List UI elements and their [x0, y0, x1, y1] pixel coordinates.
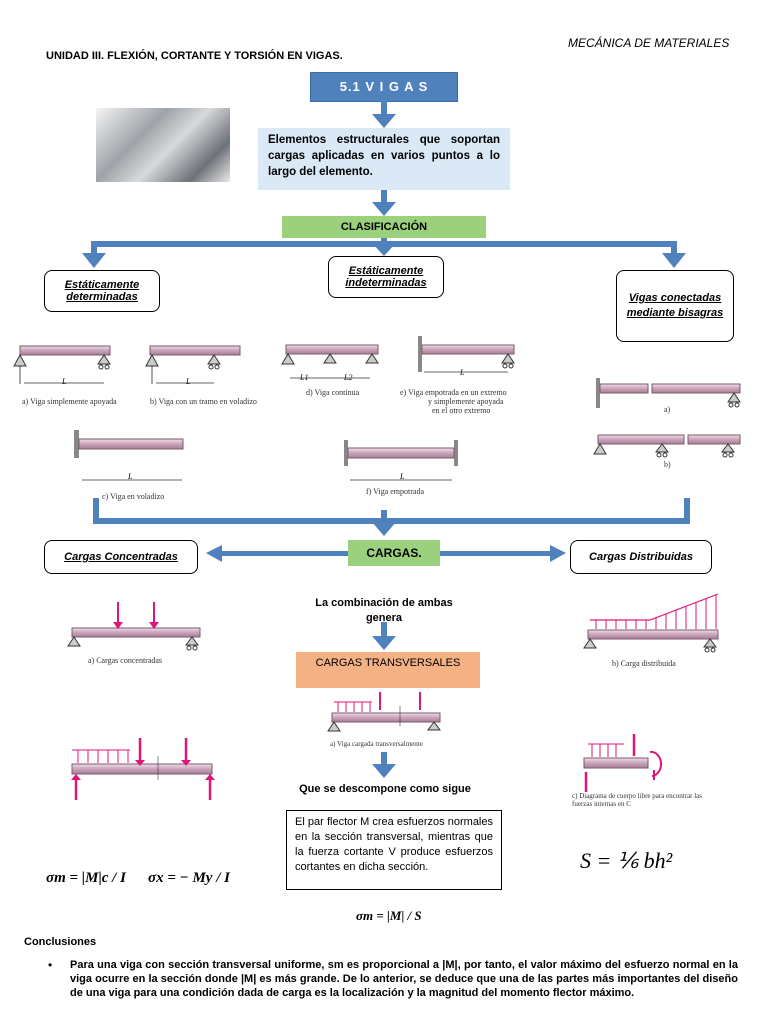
- decompose-text: Que se descompone como sigue: [299, 783, 471, 795]
- unit-title: UNIDAD III. FLEXIÓN, CORTANTE Y TORSIÓN …: [46, 50, 343, 62]
- course-title: MECÁNICA DE MATERIALES: [568, 36, 730, 50]
- distributed-loads: Cargas Distribuidas: [570, 540, 712, 574]
- caption-simple: a) Viga simplemente apoyada: [22, 397, 117, 406]
- beam-reactions: [71, 738, 215, 800]
- beam-continuous: [281, 344, 379, 379]
- branch-bar: [82, 238, 686, 268]
- combination-text: La combinación de ambas genera: [315, 597, 453, 624]
- beam-propped: [418, 336, 515, 373]
- transverse-loads: CARGAS TRANSVERSALES: [296, 652, 480, 688]
- classification-label: CLASIFICACIÓN: [282, 216, 486, 238]
- conclusions-title: Conclusiones: [24, 936, 97, 948]
- caption-overhang: b) Viga con un tramo en voladizo: [150, 397, 257, 406]
- span-label: L: [460, 368, 465, 377]
- span-label: L1: [300, 373, 309, 382]
- beam-distributed-load: [583, 593, 719, 653]
- caption-cantilever: c) Viga en voladizo: [102, 492, 165, 501]
- beam-concentrated-loads: [67, 602, 201, 651]
- caption-hinge-b: b): [664, 460, 671, 469]
- type-determinate: Estáticamente determinadas: [44, 270, 160, 312]
- beam-cantilever: [74, 430, 184, 481]
- caption-propped-1: e) Viga empotrada en un extremo: [400, 388, 507, 397]
- loads-label: CARGAS.: [348, 540, 440, 566]
- caption-propped-2: y simplemente apoyada: [428, 397, 504, 406]
- formula-sigma-x: σx = − My / I: [148, 870, 230, 886]
- beam-fixed: [344, 440, 458, 481]
- caption-hinge-a: a): [664, 405, 671, 414]
- concentrated-loads: Cargas Concentradas: [44, 540, 198, 574]
- bullet: •: [48, 958, 53, 972]
- formula-sigma-m: σm = |M|c / I: [46, 870, 126, 886]
- conclusions-text: Para una viga con sección transversal un…: [70, 959, 738, 999]
- caption-continuous: d) Viga continua: [306, 388, 360, 397]
- beam-overhang: [145, 345, 241, 384]
- span-label: L: [62, 377, 67, 386]
- caption-fbd: c) Diagrama de cuerpo libre para encontr…: [572, 792, 703, 808]
- definition-box: Elementos estructurales que soportan car…: [258, 128, 510, 190]
- beam-hinged-a: [596, 378, 741, 408]
- arrow-definition-down: [372, 190, 396, 216]
- span-label: L: [186, 377, 191, 386]
- span-label: L: [400, 472, 405, 481]
- caption-fixed: f) Viga empotrada: [366, 487, 425, 496]
- caption-distributed: b) Carga distribuida: [612, 659, 676, 668]
- beam-free-body: [583, 734, 662, 792]
- caption-propped-3: en el otro extremo: [432, 406, 491, 415]
- caption-transverse: a) Viga cargada transversalmente: [330, 740, 423, 748]
- arrow-to-transverse: [372, 622, 396, 650]
- arrow-title-down: [372, 100, 396, 128]
- span-label: L: [128, 472, 133, 481]
- formula-sigma-s: σm = |M| / S: [356, 908, 422, 923]
- main-title: 5.1 V I G A S: [310, 72, 458, 102]
- beam-transverse: [327, 692, 441, 732]
- explanation-box: El par flector M crea esfuerzos normales…: [286, 810, 502, 890]
- span-label: L2: [344, 373, 353, 382]
- caption-concentrated: a) Cargas concentradas: [88, 656, 163, 665]
- beam-hinged-b: [593, 434, 741, 458]
- beam-simple: [13, 345, 111, 384]
- type-indeterminate: Estáticamente indeterminadas: [328, 256, 444, 298]
- beam-photo: [96, 108, 230, 182]
- formula-section-modulus: S = ⅙ bh²: [580, 848, 673, 873]
- loads-side-arrows: [206, 545, 566, 562]
- arrow-to-decompose: [372, 752, 396, 778]
- type-hinged: Vigas conectadas mediante bisagras: [616, 270, 734, 342]
- merge-bar: [93, 498, 690, 536]
